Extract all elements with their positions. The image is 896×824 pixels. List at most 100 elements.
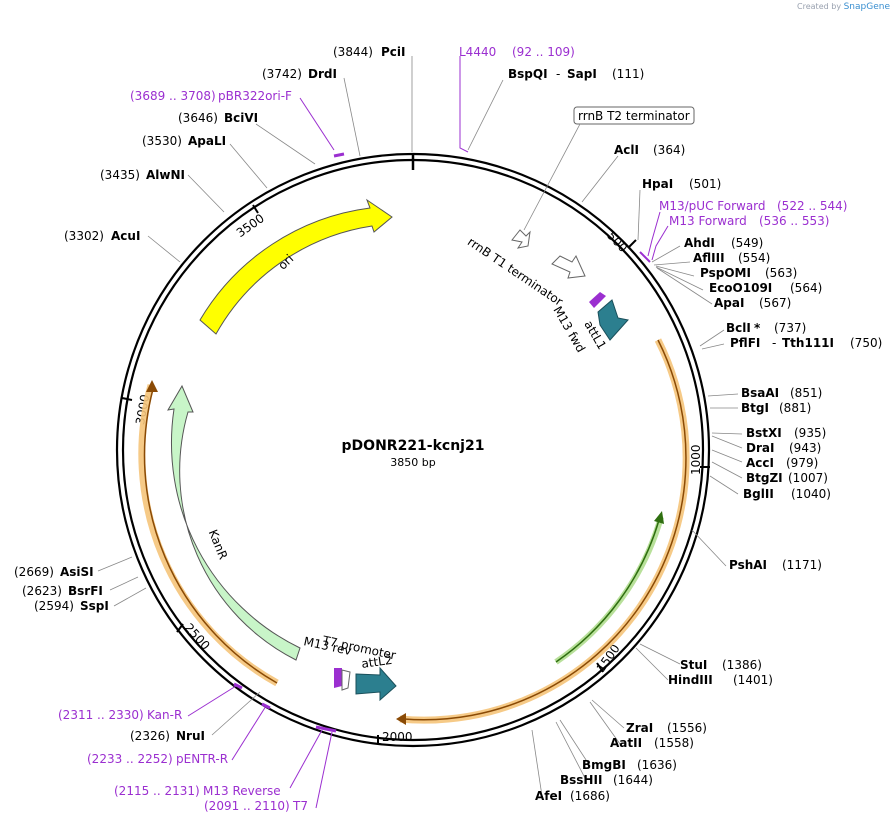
t7-promoter-arrow — [341, 669, 351, 691]
tick-2500 — [176, 623, 184, 633]
enzyme-name-acli: AclI — [614, 143, 639, 157]
primer-range-t7: (2091 .. 2110) — [204, 799, 290, 813]
primer-name-m13puc: M13/pUC Forward — [659, 199, 766, 213]
enzyme-pos-apai: (567) — [759, 296, 791, 310]
enzyme-name-aatii: AatII — [610, 736, 642, 750]
orange-halo-right — [399, 338, 690, 724]
orange-arrow-right — [403, 339, 687, 721]
enzyme-pos-btgi: (881) — [779, 401, 811, 415]
plasmid-length: 3850 bp — [390, 456, 435, 469]
tick-3500 — [252, 204, 259, 214]
enzyme-pos-nrui: (2326) — [130, 729, 170, 743]
tick-label-2000: 2000 — [382, 730, 413, 744]
green-arrowhead — [654, 511, 664, 524]
attl2-region: T7 promoter M13 rev attL2 — [302, 633, 397, 702]
enzyme-name-apali: ApaLI — [188, 134, 226, 148]
enzyme-pos-drai: (943) — [789, 441, 821, 455]
enzyme-dash-bspqi: - — [556, 67, 560, 81]
enzyme-pos-acci: (979) — [786, 456, 818, 470]
enzyme-name-asisi: AsiSI — [60, 565, 94, 579]
plasmid-name: pDONR221-kcnj21 — [342, 438, 485, 454]
enzyme-pos-btgzi: (1007) — [788, 471, 828, 485]
enzyme-pos-afei: (1686) — [570, 789, 610, 803]
enzyme-pos-drdi: (3742) — [262, 67, 302, 81]
primer-range-pbr322: (3689 .. 3708) — [130, 89, 216, 103]
attl2-arrow — [355, 666, 397, 702]
rrnb-t2-arrow — [511, 229, 531, 249]
primer-name-pbr322: pBR322ori-F — [218, 89, 292, 103]
enzyme-name-bsrfi: BsrFI — [68, 584, 103, 598]
tick-3000 — [121, 397, 133, 401]
enzyme-name-acci: AccI — [746, 456, 774, 470]
orange-arrowhead-left — [146, 380, 158, 392]
enzyme-pos-asisi: (2669) — [14, 565, 54, 579]
enzyme-pos-ecoo109i: (564) — [790, 281, 822, 295]
enzyme-dash-pflfi: - — [772, 336, 776, 350]
m13-rev-arrow — [334, 668, 342, 688]
enzyme-pos-pcii: (3844) — [333, 45, 373, 59]
enzyme-pos-bsrfi: (2623) — [22, 584, 62, 598]
tick-1500 — [596, 662, 604, 673]
primer-range-m13fwd: (536 .. 553) — [759, 214, 829, 228]
tick-label-1000: 1000 — [689, 444, 703, 475]
enzyme-name-hindiii: HindIII — [668, 673, 713, 687]
enzyme-name-bsshii: BssHII — [560, 773, 602, 787]
snapgene-logo: SnapGene — [843, 2, 890, 12]
kanr-label: KanR — [206, 528, 231, 562]
enzyme-pos-bsaai: (851) — [790, 386, 822, 400]
enzyme-pos-aatii: (1558) — [654, 736, 694, 750]
enzyme-name-pspomi: PspOMI — [700, 266, 751, 280]
enzyme-leaders — [97, 56, 743, 797]
enzyme-name-nrui: NruI — [176, 729, 205, 743]
primer-range-m13puc: (522 .. 544) — [777, 199, 847, 213]
enzyme-name-ahdi: AhdI — [684, 236, 715, 250]
primer-range-l4440: (92 .. 109) — [512, 45, 575, 59]
ticks: 500 1000 1500 2000 2500 3000 3500 — [121, 204, 710, 744]
enzyme-pos-ahdi: (549) — [731, 236, 763, 250]
snapgene-credit: Created by SnapGene — [797, 2, 890, 12]
kanr-feature: KanR — [167, 384, 301, 661]
enzyme-pos-bcli: (737) — [774, 321, 806, 335]
enzyme-name2-tth111i: Tth111I — [782, 336, 834, 350]
enzyme-pos-apali: (3530) — [142, 134, 182, 148]
primer-name-l4440: L4440 — [459, 45, 496, 59]
enzyme-name-drdi: DrdI — [308, 67, 337, 81]
enzyme-name-apai: ApaI — [714, 296, 744, 310]
enzyme-name-bspqi: BspQI — [508, 67, 548, 81]
primer-range-kanr: (2311 .. 2330) — [58, 708, 144, 722]
enzyme-name2-sapi: SapI — [567, 67, 597, 81]
rrnb-t1-label: rrnB T1 terminator — [465, 235, 565, 309]
ori-arrow — [199, 198, 393, 335]
tick-label-3500: 3500 — [234, 211, 267, 240]
credit-prefix: Created by — [797, 2, 842, 11]
green-arrow — [555, 519, 660, 663]
enzyme-name-bsaai: BsaAI — [741, 386, 779, 400]
m13-fwd-arrow — [589, 292, 606, 308]
enzyme-pos-acui: (3302) — [64, 229, 104, 243]
enzyme-pos-hpai: (501) — [689, 177, 721, 191]
enzyme-pos-zrai: (1556) — [667, 721, 707, 735]
orange-arrow-left — [143, 388, 278, 684]
enzyme-name-hpai: HpaI — [642, 177, 673, 191]
primer-range-pentr: (2233 .. 2252) — [87, 752, 173, 766]
primer-name-kanr: Kan-R — [147, 708, 182, 722]
enzyme-pos-aflIII: (554) — [738, 251, 770, 265]
enzyme-name-btgzi: BtgZI — [746, 471, 783, 485]
enzyme-pos-bglii: (1040) — [791, 487, 831, 501]
enzyme-pos-bstxi: (935) — [794, 426, 826, 440]
enzyme-pos-stui: (1386) — [722, 658, 762, 672]
enzyme-name-aflIII: AflIII — [693, 251, 725, 265]
attl2-label: attL2 — [360, 653, 393, 671]
enzyme-name-stui: StuI — [680, 658, 707, 672]
enzyme-pos-bspqi: (111) — [612, 67, 644, 81]
green-feature — [554, 511, 664, 665]
primer-name-m13fwd: M13 Forward — [669, 214, 747, 228]
enzyme-name-drai: DraI — [746, 441, 774, 455]
enzyme-pos-bcivi: (3646) — [178, 111, 218, 125]
orange-arrowhead-right — [396, 713, 406, 725]
enzyme-name-bmgbi: BmgBI — [582, 758, 626, 772]
attl1-arrow — [597, 299, 629, 341]
enzyme-star-bcli: * — [754, 321, 761, 335]
rrnb-t2-leader — [523, 123, 581, 231]
